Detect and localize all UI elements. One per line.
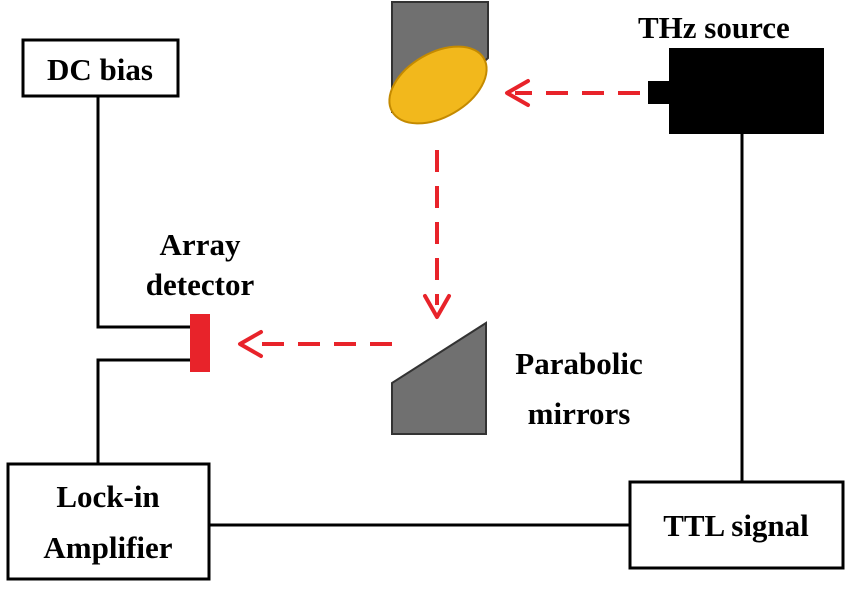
wire-detector-to-lockin (96, 358, 190, 464)
parabolic-mirror-bottom (391, 321, 487, 435)
dc-bias-label: DC bias (47, 52, 153, 87)
thz-source: THz source (638, 10, 824, 134)
parabolic-mirrors-label-line1: Parabolic (515, 346, 642, 381)
wire-dcbias-to-detector (96, 95, 190, 329)
parabolic-mirror-top (388, 1, 489, 125)
lockin-label-line1: Lock-in (56, 479, 159, 514)
lockin-amplifier-box: Lock-in Amplifier (6, 462, 211, 581)
thz-source-aperture (648, 81, 670, 104)
array-detector-label-line2: detector (146, 267, 255, 302)
beam-arrowhead-1 (505, 79, 530, 107)
dc-bias-box: DC bias (21, 38, 180, 98)
ttl-signal-label: TTL signal (663, 508, 809, 543)
mirror-surface-top (388, 45, 488, 125)
array-detector (190, 314, 210, 372)
thz-source-label: THz source (638, 10, 790, 45)
lockin-label-line2: Amplifier (43, 530, 172, 565)
beam-arrowhead-3 (238, 330, 263, 358)
ttl-signal-box: TTL signal (628, 480, 845, 570)
array-detector-label-line1: Array (160, 227, 241, 262)
parabolic-mirrors-label-line2: mirrors (528, 396, 631, 431)
beam-arrowhead-2 (423, 294, 451, 319)
thz-source-body (669, 48, 824, 134)
